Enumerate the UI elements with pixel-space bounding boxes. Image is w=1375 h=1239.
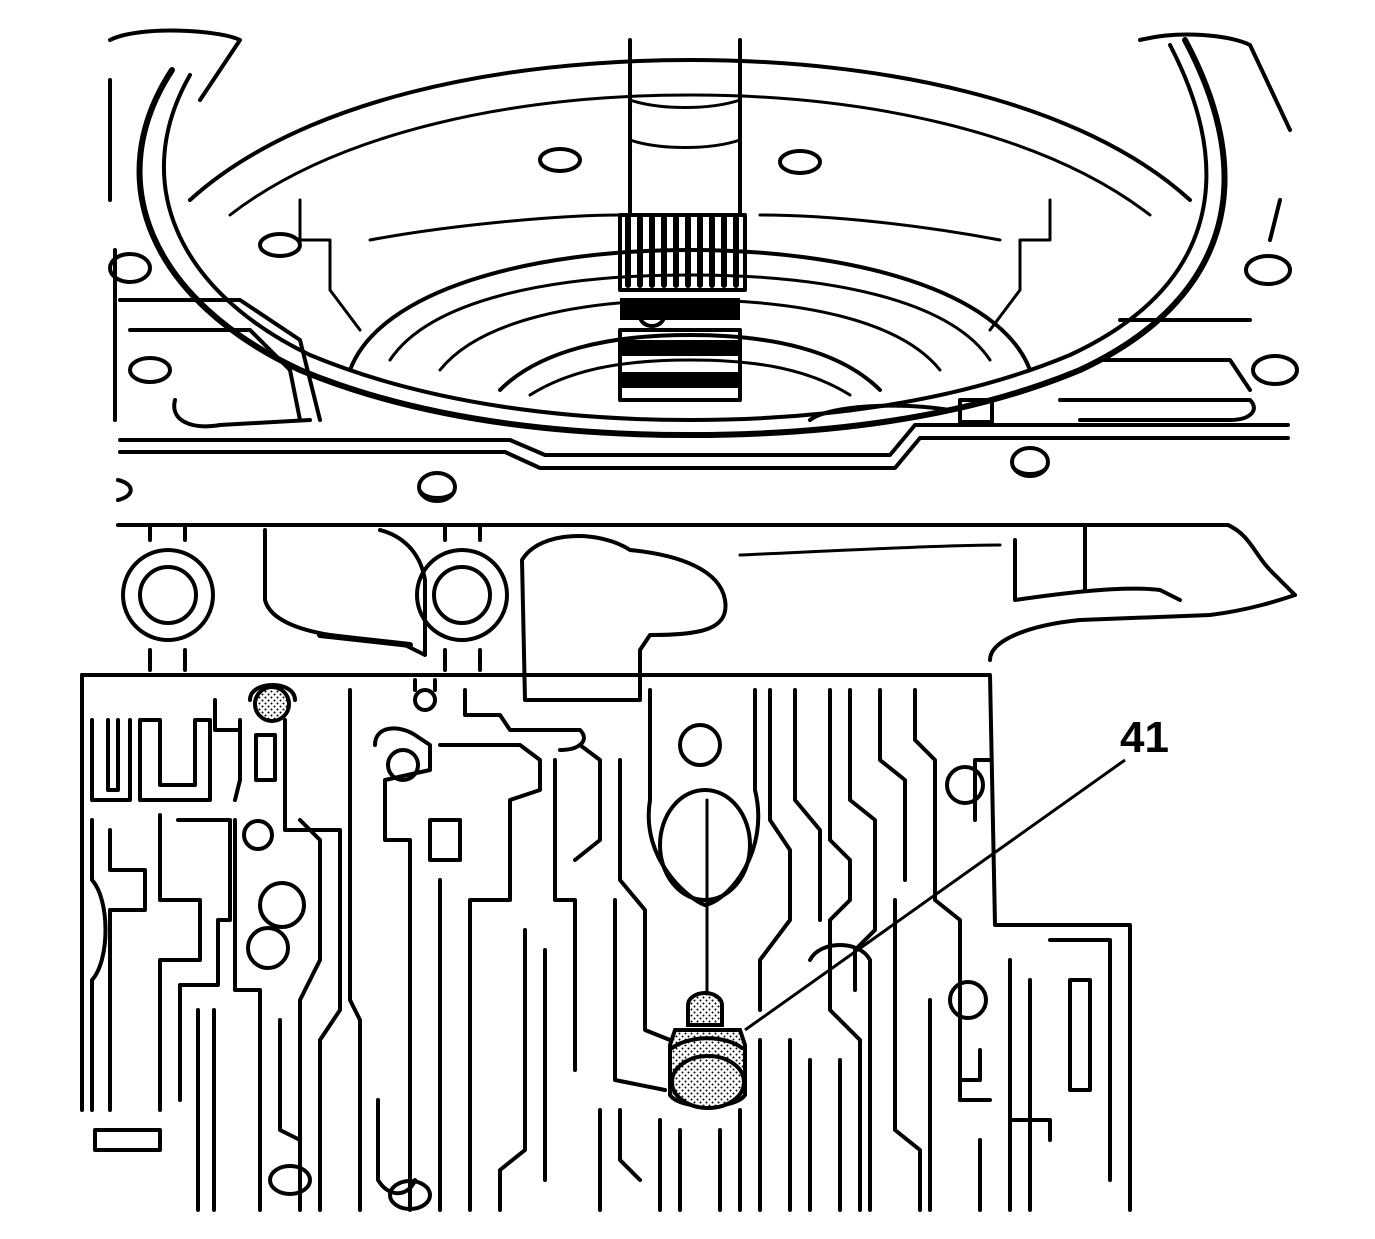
component-41-plug bbox=[668, 991, 747, 1110]
input-shaft bbox=[618, 38, 747, 402]
dowel-pin bbox=[417, 471, 457, 503]
housing-hole bbox=[108, 252, 152, 284]
valve-body bbox=[80, 673, 1132, 1212]
shaft-seal-rings bbox=[618, 298, 742, 402]
shaft-spline bbox=[618, 213, 747, 292]
callout-41: 41 bbox=[744, 713, 1169, 1032]
housing-hole bbox=[128, 356, 172, 384]
shaft-body bbox=[628, 38, 742, 217]
separator-plate-edge bbox=[116, 423, 1297, 597]
housing-hole bbox=[1244, 254, 1292, 286]
housing-outer-ring bbox=[136, 37, 1228, 438]
spool-bore bbox=[613, 688, 822, 1092]
housing-inner-ring bbox=[161, 43, 1209, 422]
callout-leader-line bbox=[744, 758, 1126, 1032]
bore-back-rim bbox=[188, 58, 1192, 202]
housing-hole bbox=[1251, 354, 1299, 386]
housing-hole bbox=[258, 232, 302, 258]
housing-hole bbox=[778, 149, 822, 175]
case-bosses bbox=[121, 523, 1297, 702]
dowel-pin bbox=[1010, 446, 1050, 478]
callout-label: 41 bbox=[1120, 713, 1169, 762]
valve-body-top-edge bbox=[80, 673, 1132, 1212]
housing-hole bbox=[538, 147, 582, 173]
transmission-housing bbox=[108, 28, 1299, 438]
